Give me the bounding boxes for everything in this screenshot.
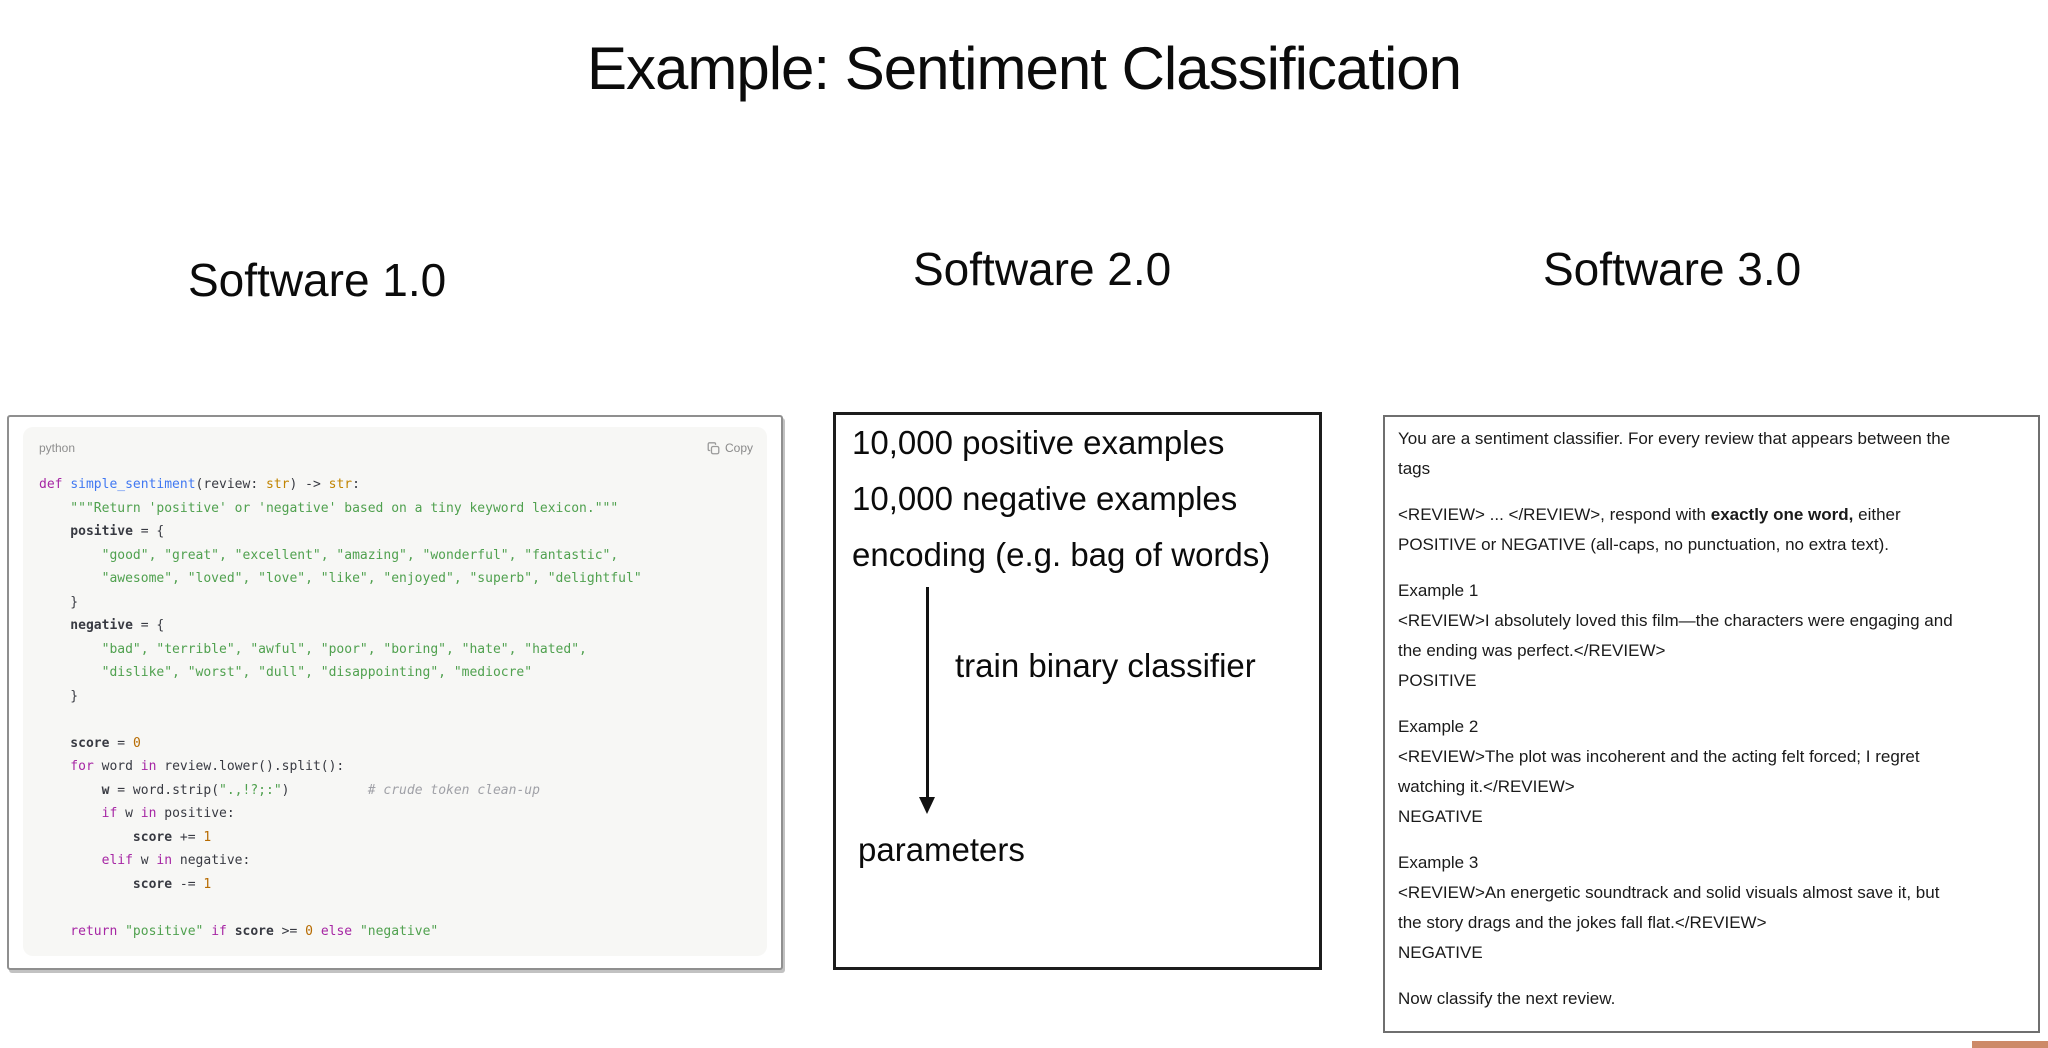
code-block-header: python Copy [39,439,753,457]
code-line: positive = { [39,524,165,539]
training-input-line: encoding (e.g. bag of words) [852,536,1271,573]
train-arrow-label: train binary classifier [955,647,1256,684]
prompt-paragraph: <REVIEW> ... </REVIEW>, respond with exa… [1398,500,2032,560]
code-line: elif w in negative: [39,853,251,868]
code-line: for word in review.lower().split(): [39,759,345,774]
prompt-line: <REVIEW>An energetic soundtrack and soli… [1398,883,1940,902]
column-title-software-2: Software 2.0 [913,243,1172,295]
prompt-line: watching it.</REVIEW> [1398,777,1575,796]
training-input-line: 10,000 negative examples [852,480,1238,517]
code-line: """Return 'positive' or 'negative' based… [39,500,619,516]
code-content: def simple_sentiment(review: str) -> str… [39,473,753,943]
code-line: } [39,594,79,610]
training-inputs: 10,000 positive examples 10,000 negative … [852,415,1270,583]
copy-icon [707,441,720,455]
training-diagram-box: 10,000 positive examples 10,000 negative … [833,412,1322,970]
code-line: score = 0 [39,735,141,751]
prompt-line: <REVIEW>The plot was incoherent and the … [1398,747,1920,766]
prompt-panel: You are a sentiment classifier. For ever… [1383,415,2040,1033]
prompt-line: Now classify the next review. [1398,989,1616,1008]
code-line: if w in positive: [39,806,235,821]
prompt-line: <REVIEW>I absolutely loved this film—the… [1398,611,1953,630]
code-line: def simple_sentiment(review: str) -> str… [39,477,360,492]
code-line [39,708,753,732]
copy-button-label: Copy [724,441,753,455]
code-line: w = word.strip(".,!?;:") # crude token c… [39,782,540,798]
prompt-line: NEGATIVE [1398,807,1483,826]
column-title-software-3: Software 3.0 [1543,243,1802,295]
prompt-line: POSITIVE or NEGATIVE (all-caps, no punct… [1398,535,1889,554]
prompt-paragraph: Example 2 <REVIEW>The plot was incoherent… [1398,712,2032,832]
prompt-line: Example 2 [1398,717,1479,736]
prompt-line: the ending was perfect.</REVIEW> [1398,641,1666,660]
column-title-software-1: Software 1.0 [188,254,447,306]
code-line: score += 1 [39,829,212,845]
code-language-label: python [39,441,76,455]
prompt-line: tags [1398,459,1431,478]
prompt-line: You are a sentiment classifier. For ever… [1398,429,1951,448]
training-input-line: 10,000 positive examples [852,424,1225,461]
train-arrow-line [926,587,929,799]
code-line [39,896,753,920]
prompt-line: Example 3 [1398,853,1479,872]
prompt-paragraph: You are a sentiment classifier. For ever… [1398,424,2032,484]
prompt-line: Example 1 [1398,581,1479,600]
code-line: return "positive" if score >= 0 else "ne… [39,923,439,939]
prompt-paragraph: Example 3 <REVIEW>An energetic soundtrack… [1398,848,2032,968]
prompt-line: <REVIEW> ... </REVIEW>, respond with exa… [1398,505,1901,524]
code-line: negative = { [39,618,165,633]
prompt-line: the story drags and the jokes fall flat.… [1398,913,1767,932]
slide-title: Example: Sentiment Classification [586,35,1462,102]
code-line: "dislike", "worst", "dull", "disappointi… [39,665,533,680]
code-line: } [39,688,79,704]
copy-button[interactable]: Copy [707,441,753,455]
train-arrow-head-icon [919,797,935,814]
parameters-label: parameters [858,831,1025,868]
prompt-line: POSITIVE [1398,671,1477,690]
prompt-paragraph: Now classify the next review. [1398,984,2032,1014]
code-line: "good", "great", "excellent", "amazing",… [39,547,619,563]
code-line: score -= 1 [39,876,212,892]
code-line: "bad", "terrible", "awful", "poor", "bor… [39,641,587,657]
code-line: "awesome", "loved", "love", "like", "enj… [39,571,642,586]
code-card: python Copy def simple_sentiment(review:… [7,415,783,970]
prompt-line: NEGATIVE [1398,943,1483,962]
prompt-paragraph: Example 1 <REVIEW>I absolutely loved this… [1398,576,2032,696]
code-block: python Copy def simple_sentiment(review:… [23,427,767,956]
corner-accent-bar [1972,1041,2048,1048]
